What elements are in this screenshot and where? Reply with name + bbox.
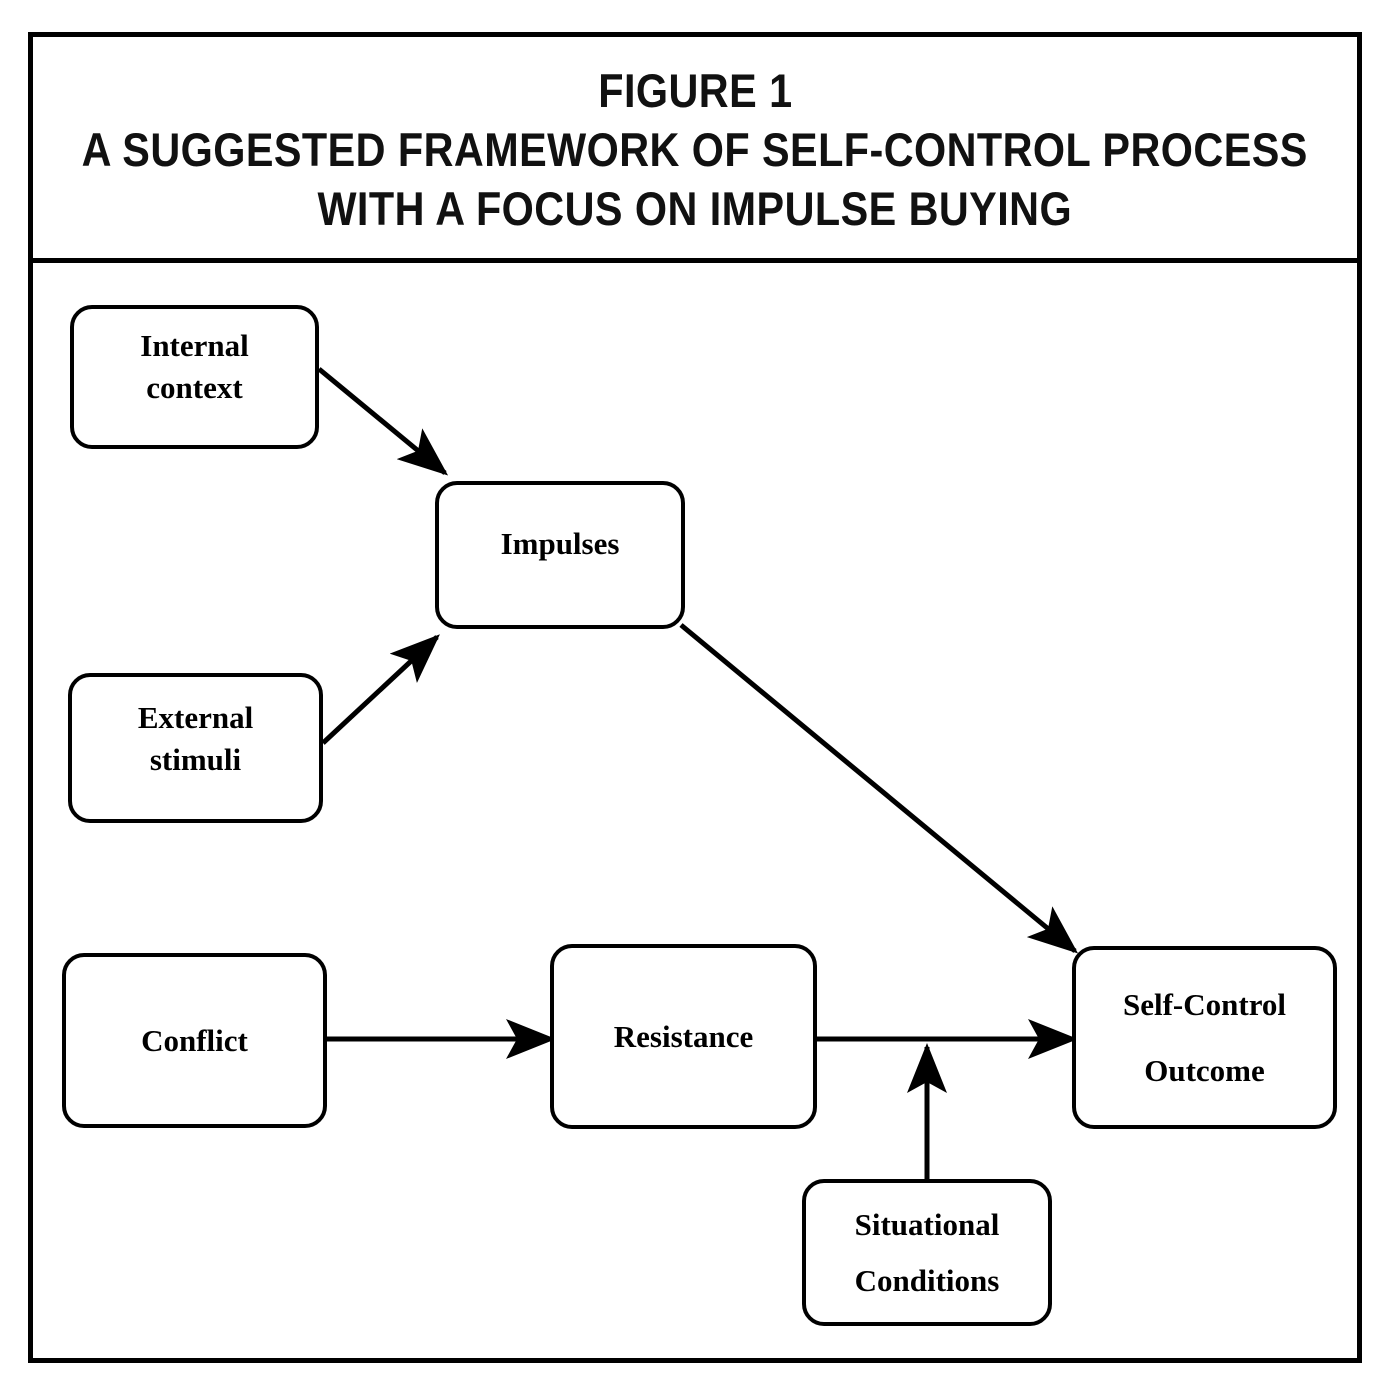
node-self-control-outcome-label: Self-Control Outcome: [1122, 986, 1287, 1088]
edge-impulses-to-self-control-outcome: [679, 623, 1079, 954]
node-self-control-outcome[interactable]: Self-Control Outcome: [1072, 946, 1337, 1129]
node-conflict-label: Conflict: [141, 1022, 248, 1058]
node-resistance[interactable]: Resistance: [550, 944, 817, 1129]
edge-external-stimuli-to-impulses: [321, 634, 440, 745]
node-internal-context-label: Internal context: [140, 328, 249, 405]
figure-title-line-2: A SUGGESTED FRAMEWORK OF SELF-CONTROL PR…: [81, 123, 1309, 176]
figure-title-line-3: WITH A FOCUS ON IMPULSE BUYING: [317, 182, 1073, 235]
figure-title-band: FIGURE 1 A SUGGESTED FRAMEWORK OF SELF-C…: [33, 37, 1357, 263]
node-situational-conditions[interactable]: Situational Conditions: [802, 1179, 1052, 1326]
node-impulses-label: Impulses: [500, 526, 620, 561]
diagram-connectors: [317, 367, 1079, 1179]
figure-frame: FIGURE 1 A SUGGESTED FRAMEWORK OF SELF-C…: [28, 32, 1362, 1363]
node-impulses[interactable]: Impulses: [435, 481, 685, 629]
node-resistance-label: Resistance: [613, 1018, 754, 1054]
node-external-stimuli[interactable]: External stimuli: [68, 673, 323, 823]
edge-internal-context-to-impulses: [317, 367, 449, 476]
node-internal-context[interactable]: Internal context: [70, 305, 319, 449]
figure-title-line-1: FIGURE 1: [597, 64, 793, 117]
diagram-canvas: Internal context External stimuli Impuls…: [33, 263, 1357, 1358]
node-conflict[interactable]: Conflict: [62, 953, 327, 1128]
node-external-stimuli-label: External stimuli: [137, 700, 254, 777]
node-situational-conditions-label: Situational Conditions: [854, 1206, 1000, 1298]
